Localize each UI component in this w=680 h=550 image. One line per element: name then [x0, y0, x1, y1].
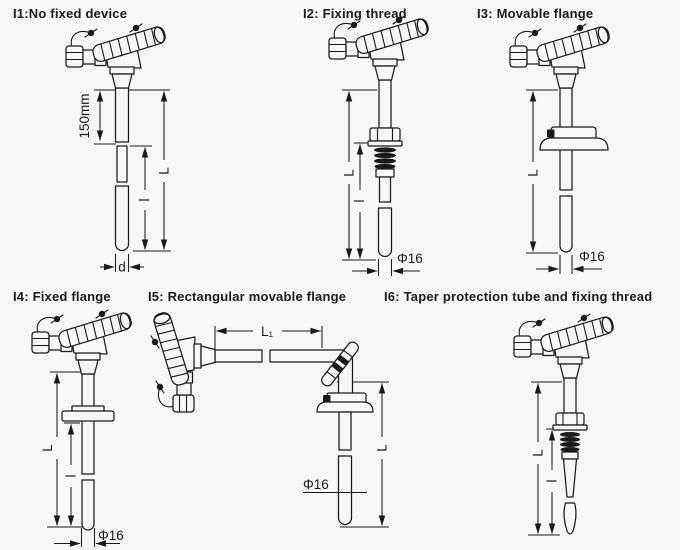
panel-i1-drawing: 150mm L l d: [65, 23, 172, 275]
i4-connection-head: [31, 309, 134, 375]
i5-dim-overall-label: L: [375, 444, 390, 452]
panel-i4-drawing: L l Φ16: [31, 309, 134, 547]
i1-connection-head: [65, 23, 168, 89]
i2-dim-overall-label: L: [342, 169, 357, 177]
i3-dim-diameter-label: Φ16: [579, 249, 605, 264]
panel-title-i2: I2: Fixing thread: [303, 6, 407, 21]
panel-title-i5: I5: Rectangular movable flange: [148, 289, 347, 304]
panel-i6-drawing: L l: [513, 313, 616, 536]
panel-title-i6: I6: Taper protection tube and fixing thr…: [384, 289, 653, 304]
i6-dim-overall-label: L: [531, 449, 546, 457]
i3-dim-overall-label: L: [526, 169, 541, 177]
panel-title-i3: I3: Movable flange: [477, 6, 594, 21]
panel-title-i1: I1:No fixed device: [13, 6, 128, 21]
i5-dim-horizontal-label: L₁: [261, 324, 274, 339]
i6-dim-insertion-label: l: [545, 480, 560, 483]
panel-title-i4: I4: Fixed flange: [13, 289, 111, 304]
i6-connection-head: [513, 313, 616, 379]
i3-connection-head: [509, 23, 612, 89]
panel-i5-drawing: L₁ L Φ16: [150, 310, 390, 528]
i4-dim-diameter-label: Φ16: [98, 528, 124, 543]
i4-dim-overall-label: L: [40, 444, 55, 452]
i5-dim-diameter-label: Φ16: [303, 477, 329, 492]
i2-dim-insertion-label: l: [352, 200, 367, 203]
i1-dim-diameter-label: d: [118, 260, 126, 275]
i2-connection-head: [328, 15, 431, 81]
panel-i3-drawing: L Φ16: [509, 23, 612, 274]
i5-connection-head: [150, 310, 216, 413]
i1-dim-overall-label: L: [157, 167, 172, 175]
panel-i2-drawing: L l Φ16: [328, 15, 431, 276]
i1-dim-insertion-label: l: [137, 199, 152, 202]
i1-dim-head-offset-label: 150mm: [77, 93, 92, 138]
i2-dim-diameter-label: Φ16: [397, 251, 423, 266]
i4-dim-insertion-label: l: [64, 475, 79, 478]
